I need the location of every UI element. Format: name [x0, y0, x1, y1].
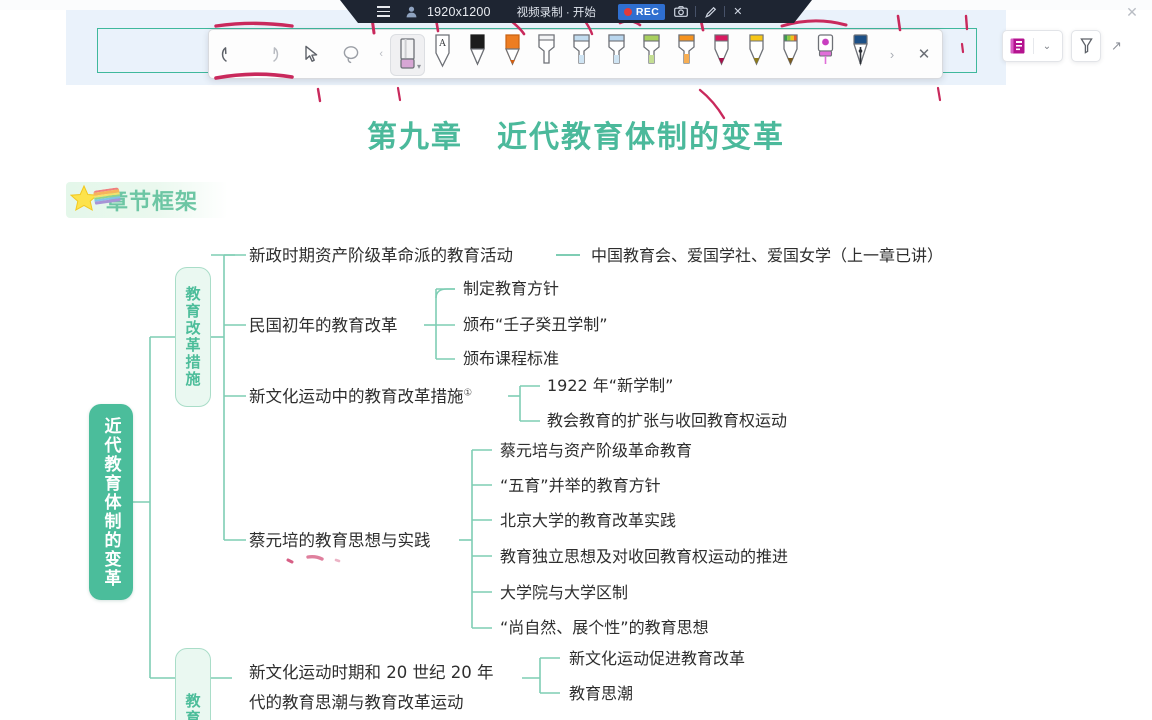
- highlighter-orange-tool[interactable]: [669, 30, 704, 79]
- highlighter-white-tool[interactable]: [530, 30, 565, 79]
- stamp-tool[interactable]: [808, 30, 843, 79]
- highlighter-lightblue-tool[interactable]: [564, 30, 599, 79]
- section-tag-label: 章节框架: [106, 190, 199, 215]
- mindmap-level2-label[interactable]: 民国初年的教育改革: [249, 316, 398, 335]
- undo-button[interactable]: [209, 31, 250, 77]
- mindmap-leaf[interactable]: 颁布课程标准: [463, 349, 560, 368]
- expand-button[interactable]: ↗: [1111, 38, 1122, 53]
- pointer-icon: [1079, 38, 1093, 54]
- toolbar-right-actions: › ✕: [878, 31, 942, 77]
- window-close-button[interactable]: ✕: [1126, 3, 1138, 20]
- chevron-left-icon[interactable]: ‹: [379, 48, 384, 60]
- mindmap-leaf[interactable]: 教育独立思想及对收回教育权运动的推进: [500, 547, 789, 566]
- recording-session-title: 视频录制 · 开始: [516, 6, 596, 19]
- divider: [695, 6, 697, 17]
- mindmap-leaf[interactable]: 1922 年“新学制”: [547, 376, 674, 395]
- pointer-tool-button[interactable]: [1071, 30, 1101, 62]
- mindmap-leaf[interactable]: 中国教育会、爱国学社、爱国女学（上一章已讲）: [591, 246, 944, 265]
- right-tool-group: ⌄ ↗: [1002, 30, 1122, 62]
- chevron-down-icon[interactable]: ⌄: [1042, 40, 1052, 52]
- pen-magenta-tool[interactable]: [704, 30, 739, 79]
- pencil-orange-tool[interactable]: [495, 30, 530, 79]
- fountain-pen-tool[interactable]: [843, 30, 878, 79]
- pen-icon[interactable]: [705, 6, 717, 18]
- chevron-down-icon[interactable]: ▾: [417, 62, 422, 71]
- record-dot-icon: [623, 7, 632, 16]
- mindmap-leaf[interactable]: “五育”并举的教育方针: [500, 476, 661, 495]
- mindmap-level2-label-with-footnote[interactable]: 新文化运动中的教育改革措施①: [249, 386, 472, 408]
- level2-text: 新文化运动中的教育改革措施: [249, 387, 464, 406]
- footnote-marker: ①: [463, 387, 473, 399]
- svg-text:A: A: [438, 39, 446, 49]
- section-tag: 章节框架: [66, 182, 229, 218]
- page-title: 第九章近代教育体制的变革: [0, 112, 1152, 156]
- pen-yellow-tool[interactable]: [739, 30, 774, 79]
- screen-recorder-bar: 1920x1200 视频录制 · 开始 REC ✕: [340, 0, 812, 23]
- close-toolbar-button[interactable]: ✕: [917, 46, 931, 63]
- mindmap-level2-label-wrap[interactable]: 代的教育思潮与教育改革运动: [249, 693, 464, 712]
- person-icon[interactable]: [404, 0, 418, 23]
- hamburger-menu-icon[interactable]: [372, 0, 394, 23]
- star-icon: [70, 184, 121, 216]
- rec-status-badge[interactable]: REC: [617, 3, 666, 20]
- pencil-black-tool[interactable]: [460, 30, 495, 79]
- lasso-button[interactable]: [331, 31, 372, 77]
- eraser-tool[interactable]: ▾: [390, 34, 426, 76]
- mindmap-leaf[interactable]: 大学院与大学区制: [500, 583, 629, 602]
- pen-rainbow-tool[interactable]: [773, 30, 808, 79]
- more-tools-button[interactable]: ›: [889, 46, 895, 62]
- highlighter-blue-tool[interactable]: [599, 30, 634, 79]
- mindmap-node-thought[interactable]: 教育思: [175, 648, 211, 720]
- mindmap-leaf[interactable]: 新文化运动促进教育改革: [569, 649, 746, 668]
- mindmap-leaf[interactable]: 制定教育方针: [463, 279, 560, 298]
- mindmap-level2-label[interactable]: 新政时期资产阶级革命派的教育活动: [249, 246, 513, 265]
- divider: [1033, 38, 1034, 54]
- chapter-title: 近代教育体制的变革: [497, 120, 785, 155]
- mindmap-leaf[interactable]: 教会教育的扩张与收回教育权运动: [547, 411, 788, 430]
- divider: [724, 6, 726, 17]
- chapter-label: 第九章: [367, 120, 463, 155]
- mindmap-node-measures[interactable]: 教育改革措施: [175, 267, 211, 407]
- resolution-label: 1920x1200: [427, 4, 491, 19]
- redo-button[interactable]: [250, 31, 291, 77]
- notebook-tool-button[interactable]: ⌄: [1002, 30, 1063, 62]
- mindmap-level2-label[interactable]: 新文化运动时期和 20 世纪 20 年: [249, 663, 494, 682]
- close-icon[interactable]: ✕: [733, 6, 743, 18]
- mindmap-leaf[interactable]: 教育思潮: [569, 684, 634, 703]
- mindmap-leaf[interactable]: 北京大学的教育改革实践: [500, 511, 677, 530]
- camera-icon[interactable]: [674, 6, 689, 17]
- mindmap-leaf[interactable]: “尚自然、展个性”的教育思想: [500, 618, 709, 637]
- mindmap-leaf[interactable]: 蔡元培与资产阶级革命教育: [500, 441, 693, 460]
- annotation-toolbar: ‹ ▾ A: [208, 29, 943, 79]
- highlighter-green-tool[interactable]: [634, 30, 669, 79]
- notebook-icon: [1010, 38, 1025, 54]
- mindmap-root-node[interactable]: 近代教育体制的变革: [89, 404, 133, 600]
- select-button[interactable]: [291, 31, 332, 77]
- mindmap-level2-label[interactable]: 蔡元培的教育思想与实践: [249, 531, 431, 550]
- rec-badge-label: REC: [635, 5, 660, 18]
- text-pen-tool[interactable]: A: [425, 30, 460, 79]
- mindmap-leaf[interactable]: 颁布“壬子癸丑学制”: [463, 315, 608, 334]
